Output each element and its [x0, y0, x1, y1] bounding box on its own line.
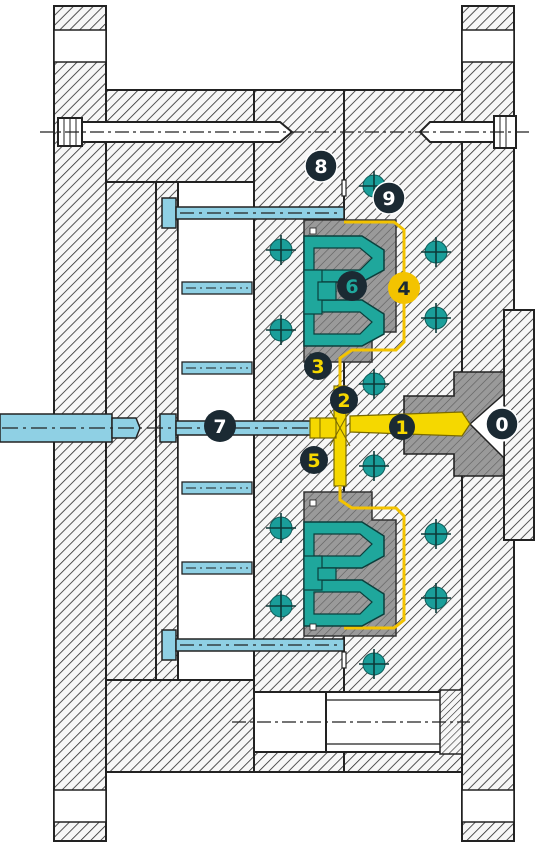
parting-line-marker	[341, 179, 347, 197]
label-8-text: 8	[314, 156, 327, 178]
label-8: 8	[304, 149, 338, 183]
label-6: 6	[337, 271, 367, 301]
label-3: 3	[304, 352, 332, 380]
label-4: 4	[388, 272, 420, 304]
label-5: 5	[300, 446, 328, 474]
lower-molded-part	[303, 521, 385, 627]
label-4-text: 4	[397, 278, 410, 300]
vent-marker	[309, 499, 317, 507]
label-2: 2	[330, 386, 358, 414]
label-3-text: 3	[311, 356, 324, 378]
label-7-text: 7	[213, 416, 226, 438]
lower-part-outline	[338, 486, 406, 630]
label-0: 0	[485, 407, 519, 441]
label-9-text: 9	[382, 188, 395, 210]
label-1: 1	[389, 414, 415, 440]
label-5-text: 5	[307, 450, 320, 472]
label-1-text: 1	[395, 417, 408, 439]
upper-part-outline	[338, 220, 406, 386]
label-7: 7	[204, 410, 236, 442]
vent-marker	[309, 227, 317, 235]
lower-spacer-block	[105, 679, 255, 773]
top-guide-screw-right	[418, 115, 517, 149]
upper-molded-part	[303, 235, 385, 347]
label-6-text: 6	[345, 276, 358, 298]
label-2-text: 2	[337, 390, 350, 412]
parting-line-marker	[341, 651, 347, 669]
label-0-text: 0	[495, 414, 508, 436]
label-9: 9	[372, 181, 406, 215]
ejector-pins	[161, 197, 345, 661]
vent-marker	[309, 623, 317, 631]
